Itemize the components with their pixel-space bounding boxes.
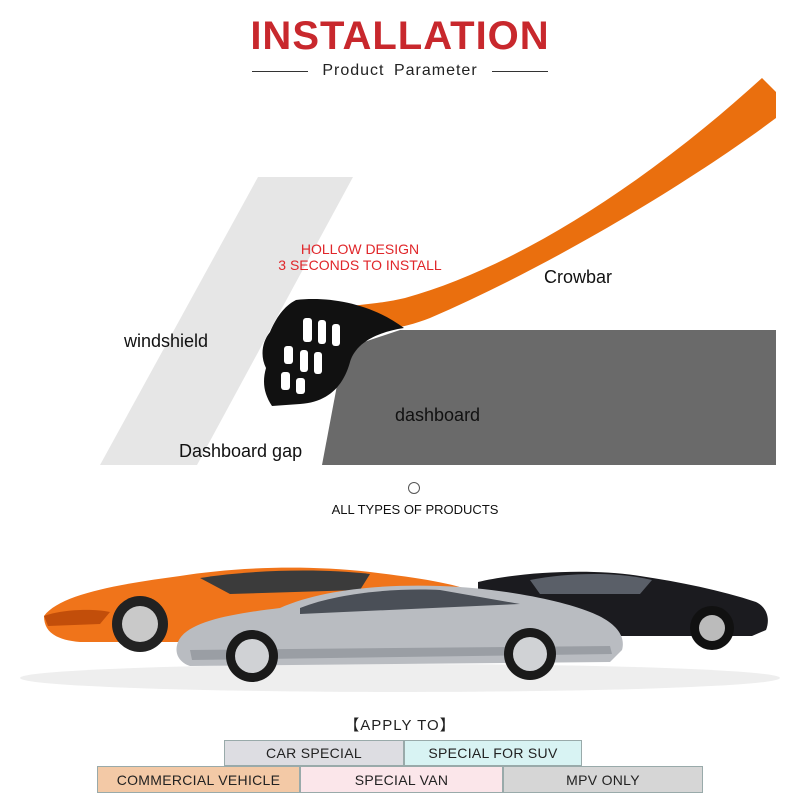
apply-item-car-special: CAR SPECIAL [224, 740, 404, 766]
apply-item-mpv-only: MPV ONLY [503, 766, 703, 793]
dashboard-panel [322, 330, 776, 465]
seal-chamber [281, 372, 290, 390]
wheel [513, 637, 547, 671]
circle-indicator [408, 482, 420, 494]
silver-sedan [176, 585, 623, 682]
hollow-design-tagline: HOLLOW DESIGN 3 SECONDS TO INSTALL [230, 241, 490, 273]
label-dashboard-gap: Dashboard gap [179, 441, 303, 461]
apply-item-commercial-vehicle: COMMERCIAL VEHICLE [97, 766, 300, 793]
wheel [235, 639, 269, 673]
apply-item-special-van: SPECIAL VAN [300, 766, 503, 793]
seal-hollow-chambers [281, 318, 340, 394]
cars-illustration [20, 567, 780, 692]
seal-chamber [314, 352, 322, 374]
apply-to-heading: 【APPLY TO】 [344, 717, 456, 734]
seal-chamber [303, 318, 312, 342]
label-dashboard: dashboard [395, 405, 481, 425]
seal-chamber [318, 320, 326, 344]
label-windshield: windshield [124, 331, 209, 351]
divider-left [252, 70, 309, 72]
installation-diagram [100, 78, 776, 465]
products-heading: ALL TYPES OF PRODUCTS [331, 502, 499, 517]
divider-right [491, 70, 548, 72]
tagline-line-1: HOLLOW DESIGN [300, 241, 420, 257]
tagline-line-2: 3 SECONDS TO INSTALL [278, 257, 442, 273]
apply-item-suv: SPECIAL FOR SUV [404, 740, 582, 766]
label-crowbar: Crowbar [544, 267, 613, 287]
wheel [699, 615, 725, 641]
windshield-panel [100, 177, 353, 465]
ground-shadow [20, 664, 780, 692]
seal-chamber [300, 350, 308, 372]
seal-chamber [332, 324, 340, 346]
subtitle-row: Product Parameter [0, 60, 800, 82]
page-subtitle: Product Parameter [322, 62, 478, 79]
wheel [122, 606, 158, 642]
seal-chamber [284, 346, 293, 364]
page-title: INSTALLATION [250, 14, 550, 58]
crowbar-tool [300, 78, 776, 332]
seal-chamber [296, 378, 305, 394]
